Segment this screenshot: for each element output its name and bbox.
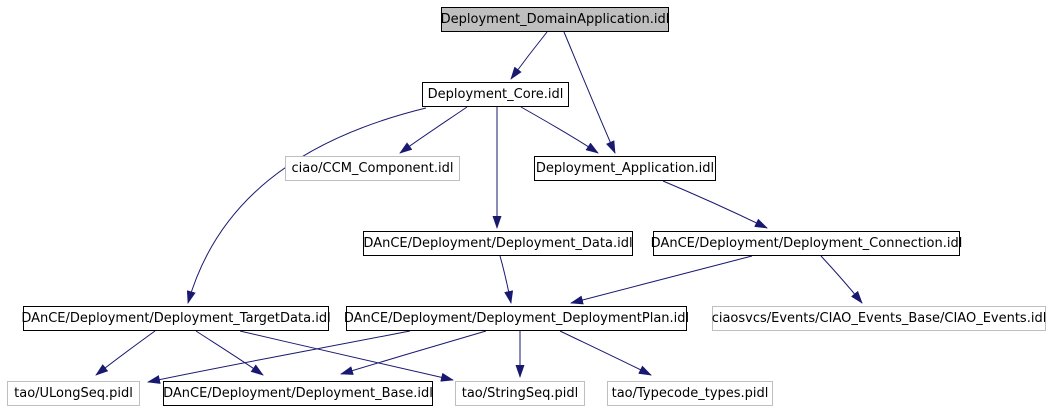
edge-deployment_plan-to-typecode_types	[559, 330, 652, 376]
node-core[interactable]: Deployment_Core.idl	[422, 82, 569, 107]
edge-target_data-to-stringseq	[239, 330, 454, 382]
node-ulongseq[interactable]: tao/ULongSeq.pidl	[7, 381, 140, 406]
node-deployment_plan[interactable]: DAnCE/Deployment/Deployment_DeploymentPl…	[344, 306, 689, 331]
edge-target_data-to-ulongseq	[95, 330, 156, 376]
node-base[interactable]: DAnCE/Deployment/Deployment_Base.idl	[163, 381, 433, 406]
edge-core-to-target_data	[186, 107, 427, 304]
edge-deployment_plan-to-base	[340, 330, 487, 375]
edge-core-to-application	[520, 106, 599, 154]
node-data[interactable]: DAnCE/Deployment/Deployment_Data.idl	[363, 231, 633, 256]
node-stringseq[interactable]: tao/StringSeq.pidl	[455, 381, 585, 406]
node-domain_application[interactable]: Deployment_DomainApplication.idl	[441, 7, 669, 32]
node-typecode_types[interactable]: tao/Typecode_types.pidl	[607, 381, 773, 406]
node-target_data[interactable]: DAnCE/Deployment/Deployment_TargetData.i…	[21, 306, 331, 331]
edge-domain_application-to-application	[563, 31, 616, 154]
edge-connection-to-deployment_plan	[570, 255, 753, 305]
edge-deployment_plan-to-ulongseq	[147, 330, 411, 384]
node-ciao_events[interactable]: ciaosvcs/Events/CIAO_Events_Base/CIAO_Ev…	[712, 306, 1046, 331]
node-connection[interactable]: DAnCE/Deployment/Deployment_Connection.i…	[651, 231, 962, 256]
node-ccm_component[interactable]: ciao/CCM_Component.idl	[285, 156, 460, 181]
edge-target_data-to-base	[195, 330, 264, 376]
edge-application-to-connection	[662, 180, 768, 229]
node-application[interactable]: Deployment_Application.idl	[534, 156, 716, 181]
edge-domain_application-to-core	[510, 31, 548, 80]
edge-connection-to-ciao_events	[820, 255, 863, 304]
edge-data-to-deployment_plan	[499, 255, 514, 304]
edge-core-to-ccm_component	[399, 106, 468, 154]
